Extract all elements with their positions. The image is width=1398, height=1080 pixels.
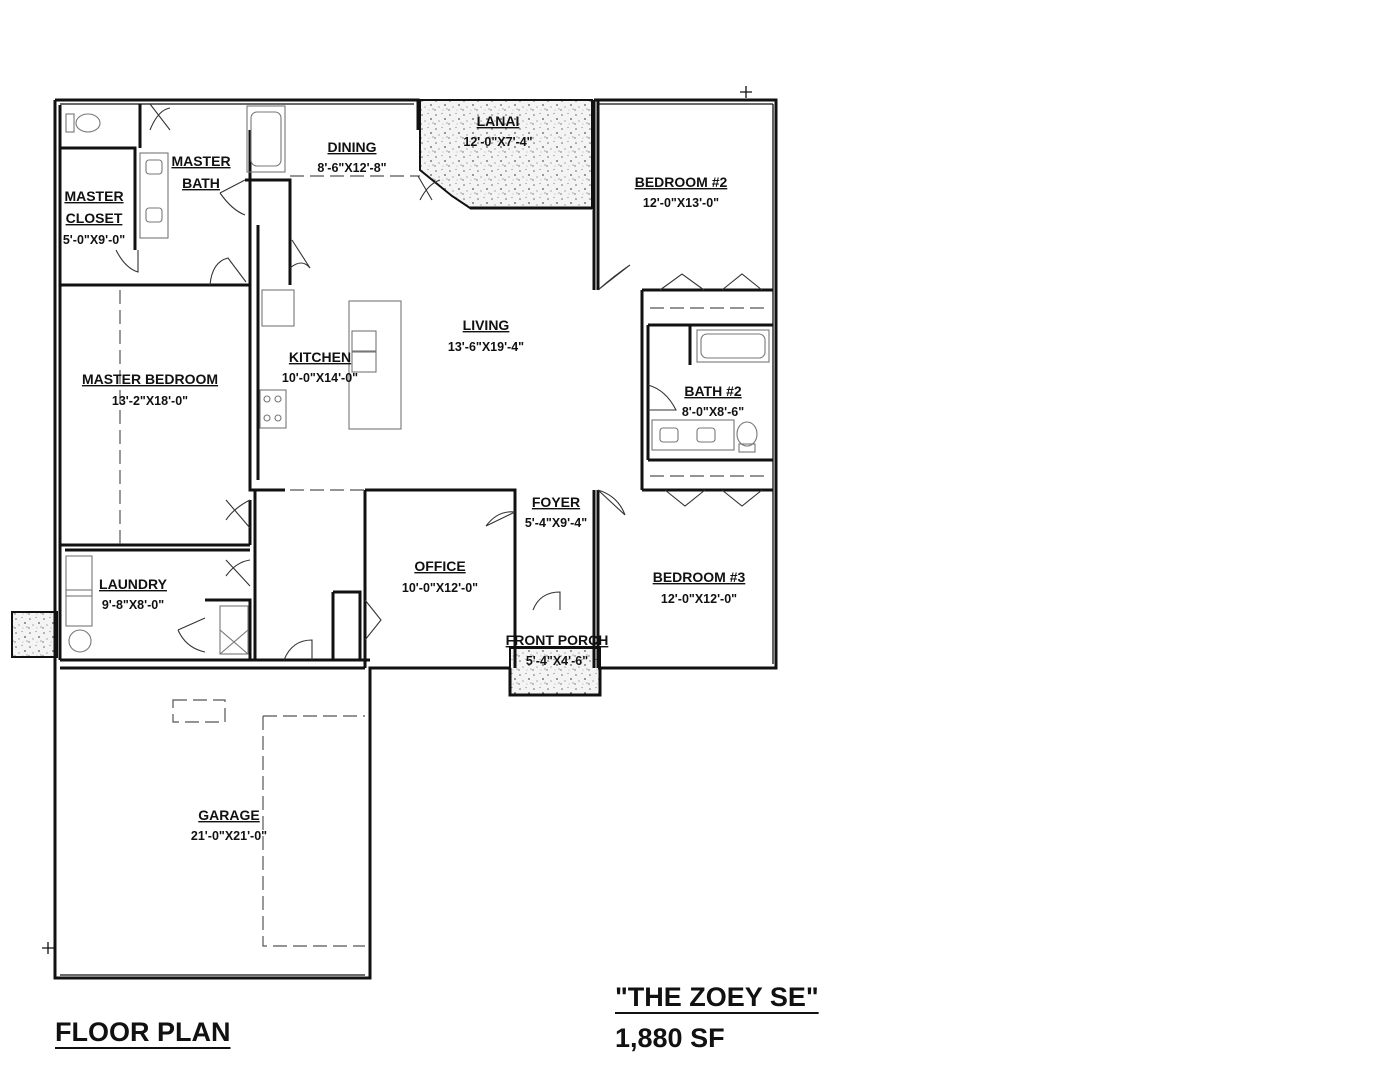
kitchen-name: KITCHEN	[289, 349, 351, 365]
side-pad-slab	[11, 611, 58, 658]
interior-walls	[60, 100, 773, 670]
master-bath-name-1: MASTER	[171, 153, 230, 169]
office-name: OFFICE	[414, 558, 465, 574]
living-dims: 13'-6"X19'-4"	[448, 340, 524, 354]
master-closet-dims: 5'-0"X9'-0"	[63, 233, 125, 247]
room-labels: LANAI 12'-0"X7'-4" DINING 8'-6"X12'-8" M…	[63, 113, 746, 843]
master-bath-name-2: BATH	[182, 175, 220, 191]
foyer-name: FOYER	[532, 494, 580, 510]
floor-plan-label: FLOOR PLAN	[55, 1017, 231, 1047]
front-porch-name: FRONT PORCH	[506, 632, 609, 648]
plan-title: "THE ZOEY SE"	[615, 982, 819, 1012]
dashed-lines	[119, 175, 770, 947]
exterior-walls	[53, 98, 778, 980]
foyer-dims: 5'-4"X9'-4"	[525, 516, 587, 530]
square-footage: 1,880 SF	[615, 1023, 725, 1053]
master-closet-name-2: CLOSET	[66, 210, 123, 226]
garage-name: GARAGE	[198, 807, 259, 823]
door-swings	[115, 103, 677, 661]
bedroom3-name: BEDROOM #3	[653, 569, 746, 585]
bedroom3-dims: 12'-0"X12'-0"	[661, 592, 737, 606]
lanai-dims: 12'-0"X7'-4"	[463, 135, 532, 149]
bath2-dims: 8'-0"X8'-6"	[682, 405, 744, 419]
office-dims: 10'-0"X12'-0"	[402, 581, 478, 595]
front-porch-dims: 5'-4"X4'-6"	[526, 654, 588, 668]
lanai-name: LANAI	[477, 113, 520, 129]
living-name: LIVING	[463, 317, 510, 333]
master-closet-name-1: MASTER	[64, 188, 123, 204]
dining-dims: 8'-6"X12'-8"	[317, 161, 386, 175]
laundry-dims: 9'-8"X8'-0"	[102, 598, 164, 612]
laundry-name: LAUNDRY	[99, 576, 168, 592]
garage-dims: 21'-0"X21'-0"	[191, 829, 267, 843]
fixtures	[65, 105, 770, 655]
registration-marks	[42, 86, 752, 954]
concrete-slabs	[11, 99, 601, 696]
master-bedroom-name: MASTER BEDROOM	[82, 371, 218, 387]
bedroom2-name: BEDROOM #2	[635, 174, 728, 190]
master-bedroom-dims: 13'-2"X18'-0"	[112, 394, 188, 408]
bath2-name: BATH #2	[684, 383, 742, 399]
dining-name: DINING	[328, 139, 377, 155]
bedroom2-dims: 12'-0"X13'-0"	[643, 196, 719, 210]
kitchen-dims: 10'-0"X14'-0"	[282, 371, 358, 385]
